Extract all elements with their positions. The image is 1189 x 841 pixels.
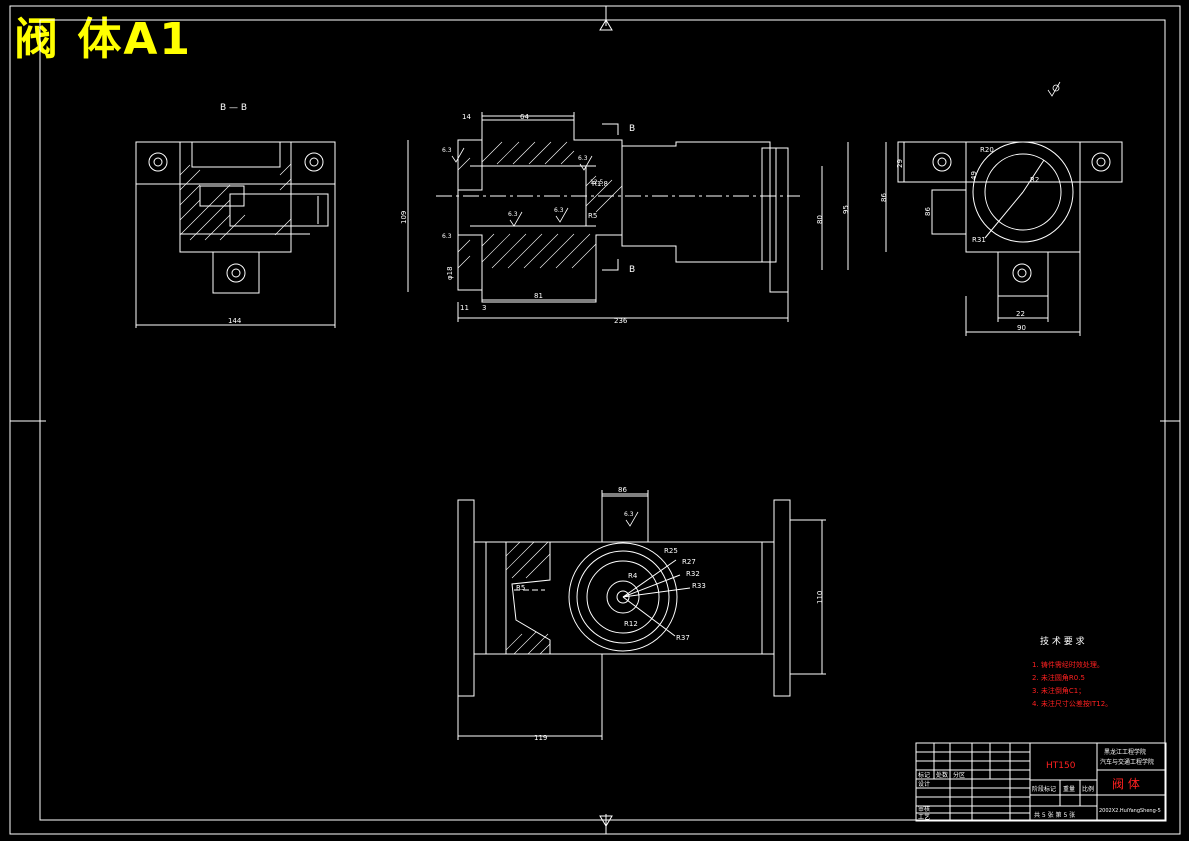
drawing-title: 阀 体A1 (14, 14, 192, 65)
section-bb-label: B — B (220, 103, 247, 113)
dim-11: 11 (460, 304, 469, 312)
title-row-design: 设计 (918, 780, 930, 788)
title-header-zone: 分区 (953, 771, 965, 779)
section-view-bb-hatch (179, 163, 292, 241)
dim-49: 49 (970, 171, 978, 180)
dim-r31: R31 (972, 236, 986, 244)
dim-109: 109 (400, 211, 408, 224)
dim-86-inner: 86 (924, 207, 932, 216)
dim-r37: R37 (676, 634, 690, 642)
dim-r4: R4 (628, 572, 638, 580)
title-scale: 比例 (1082, 785, 1094, 793)
title-school-2: 汽车与交通工程学院 (1100, 758, 1154, 766)
dim-29: 29 (896, 159, 904, 168)
roughness-7: 6.3 (442, 233, 452, 240)
dim-r18: R1.8 (592, 180, 608, 188)
title-material: HT150 (1046, 761, 1076, 771)
dim-64: 64 (520, 113, 529, 121)
dim-119: 119 (534, 734, 547, 742)
front-view (407, 112, 849, 322)
roughness-3: 6.3 (508, 211, 518, 218)
sheet-frame (9, 5, 1181, 835)
tech-req-item-4: 4. 未注尺寸公差按IT12。 (1032, 699, 1112, 708)
dim-r5-bottom: R5 (516, 584, 525, 592)
title-stage-mark: 阶段标记 (1032, 785, 1056, 793)
title-weight: 重量 (1063, 785, 1075, 793)
dim-r2: R2 (1030, 176, 1039, 184)
title-sheet-info: 共 5 张 第 5 张 (1034, 811, 1075, 819)
roughness-6: 6.3 (624, 511, 634, 518)
front-view-hatch (457, 141, 623, 269)
roughness-4: 12.5 (590, 179, 604, 186)
roughness-marks (451, 81, 1061, 527)
dim-3: 3 (482, 304, 486, 312)
tech-req-heading: 技 术 要 求 (1040, 635, 1085, 647)
dim-r32: R32 (686, 570, 700, 578)
dim-14: 14 (462, 113, 471, 121)
dim-phi18: φ18 (446, 266, 454, 280)
section-view-bb (135, 141, 336, 328)
title-drawing-no: 2002X2.HuiYangSheng-5 (1099, 808, 1161, 814)
section-mark-bottom: B (629, 265, 635, 275)
dim-22: 22 (1016, 310, 1025, 318)
dim-95: 95 (842, 205, 850, 214)
title-header-count: 处数 (936, 771, 948, 779)
dim-236: 236 (614, 317, 628, 325)
title-row-process: 工艺 (918, 813, 930, 821)
roughness-2: 6.3 (578, 155, 588, 162)
dim-81: 81 (534, 292, 543, 300)
tech-req-item-3: 3. 未注倒角C1； (1032, 686, 1085, 695)
bottom-view-hatch (505, 541, 551, 655)
dim-r33: R33 (692, 582, 706, 590)
roughness-1: 6.3 (442, 147, 452, 154)
dim-r25: R25 (664, 547, 678, 555)
bottom-view (457, 490, 826, 740)
dim-80: 80 (816, 215, 824, 224)
dim-144: 144 (228, 317, 242, 325)
dim-r27: R27 (682, 558, 696, 566)
dim-86-bottom: 86 (618, 486, 627, 494)
dim-86-left: 86 (880, 193, 888, 202)
dim-r20: R20 (980, 146, 994, 154)
dim-r12: R12 (624, 620, 638, 628)
title-school-1: 黑龙江工程学院 (1104, 748, 1146, 756)
title-row-review: 审核 (918, 805, 930, 813)
tech-req-item-1: 1. 铸件需经时效处理。 (1032, 660, 1104, 669)
title-row-mark: 标记 (918, 771, 930, 779)
dim-110: 110 (816, 591, 824, 604)
dim-90: 90 (1017, 324, 1026, 332)
side-view (885, 141, 1123, 336)
tech-req-item-2: 2. 未注圆角R0.5 (1032, 673, 1085, 682)
section-mark-top: B (629, 124, 635, 134)
dim-r5: R5 (588, 212, 597, 220)
roughness-5: 6.3 (554, 207, 564, 214)
title-block (915, 742, 1167, 822)
title-part-name: 阀 体 (1112, 777, 1140, 791)
